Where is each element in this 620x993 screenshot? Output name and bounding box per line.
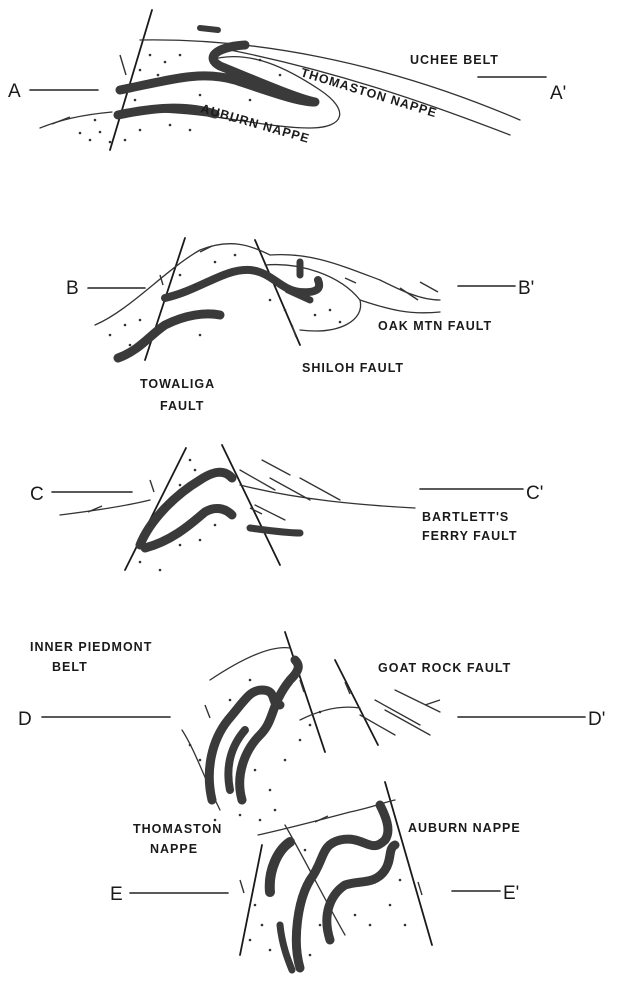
section-e: E E' THOMASTON NAPPE AUBURN NAPPE xyxy=(110,782,521,970)
section-d-inner-piedmont-label: INNER PIEDMONT xyxy=(30,640,152,654)
section-d-shear-lines xyxy=(360,690,440,735)
section-e-left-label: E xyxy=(110,884,123,905)
section-a-right-label: A' xyxy=(550,83,566,104)
section-b-shiloh-label: SHILOH FAULT xyxy=(302,361,404,375)
section-d: D D' INNER PIEDMONT BELT xyxy=(18,632,605,821)
section-d-goat-rock-label: GOAT ROCK FAULT xyxy=(378,661,511,675)
section-c-east-fault xyxy=(222,445,280,565)
section-c-arrow-2 xyxy=(150,480,154,492)
section-e-arrow-3 xyxy=(418,882,422,895)
section-d-goat-rock-fault xyxy=(335,660,378,745)
section-c-thick-bed-3 xyxy=(250,528,300,533)
section-c-left-label: C xyxy=(30,484,44,505)
section-e-nappe-label: NAPPE xyxy=(150,842,198,856)
section-d-upper-contact xyxy=(210,648,290,680)
section-d-arrow-4 xyxy=(425,700,440,705)
section-b-fault-label: FAULT xyxy=(160,399,204,413)
section-a-fault xyxy=(110,10,152,150)
section-a-uchee-label: UCHEE BELT xyxy=(410,53,499,67)
section-a-auburn-label: AUBURN NAPPE xyxy=(199,101,311,146)
section-d-mid-contact xyxy=(300,707,360,720)
section-e-auburn-label: AUBURN NAPPE xyxy=(408,821,521,835)
section-d-left-label: D xyxy=(18,709,32,730)
section-b-arrow-2 xyxy=(345,278,356,283)
section-e-thick-bed-4 xyxy=(280,925,292,970)
section-c-bartletts-label: BARTLETT'S xyxy=(422,510,509,524)
section-e-upper-contact xyxy=(258,800,395,835)
section-d-west-fault xyxy=(285,632,325,752)
section-c-right-label: C' xyxy=(526,483,543,504)
section-e-thomaston-label: THOMASTON xyxy=(133,822,222,836)
section-e-thick-bed-3 xyxy=(327,845,395,940)
section-a-arrow-1 xyxy=(52,117,70,124)
section-b-left-label: B xyxy=(66,278,79,299)
section-d-belt-label: BELT xyxy=(52,660,88,674)
section-a-left-label: A xyxy=(8,81,21,102)
section-d-thick-bed-1 xyxy=(209,690,280,800)
section-d-arrow-1 xyxy=(205,705,210,718)
section-b-right-label: B' xyxy=(518,278,534,299)
section-c-right-contact xyxy=(240,485,415,508)
section-b: B B' OAK MTN FAULT SHILOH FA xyxy=(66,238,534,413)
section-a-top-bed xyxy=(200,28,218,30)
section-c-left-contact xyxy=(60,500,150,515)
section-d-right-label: D' xyxy=(588,709,605,730)
section-c-arrow-3 xyxy=(250,508,262,514)
section-a-left-contact xyxy=(40,112,112,128)
section-b-arrow-3 xyxy=(400,288,418,300)
section-b-upper-contact xyxy=(95,244,440,325)
section-a-stipple xyxy=(79,54,282,144)
section-a-arrow-2 xyxy=(120,55,126,75)
section-e-thick-bed-1 xyxy=(270,842,290,892)
section-c: C C' BARTLETT'S FERRY FAULT xyxy=(30,445,543,571)
section-e-arrow-2 xyxy=(240,880,244,893)
section-b-towaliga-label: TOWALIGA xyxy=(140,377,215,391)
section-e-right-label: E' xyxy=(503,883,519,904)
section-b-arrow-4 xyxy=(420,282,438,292)
section-b-thick-bed-2 xyxy=(118,314,220,358)
section-b-oak-label: OAK MTN FAULT xyxy=(378,319,492,333)
section-c-west-fault xyxy=(125,448,186,570)
section-e-arrow-1 xyxy=(315,816,328,822)
section-b-oak-contact xyxy=(360,300,440,313)
section-b-arrow-6 xyxy=(292,325,296,337)
section-a-thick-bed-1 xyxy=(120,45,315,102)
section-a: A A' UCHEE BELT xyxy=(8,10,566,150)
section-c-ferry-label: FERRY FAULT xyxy=(422,529,518,543)
section-a-thomaston-label: THOMASTON NAPPE xyxy=(299,65,439,120)
section-e-west-fault xyxy=(240,845,262,955)
